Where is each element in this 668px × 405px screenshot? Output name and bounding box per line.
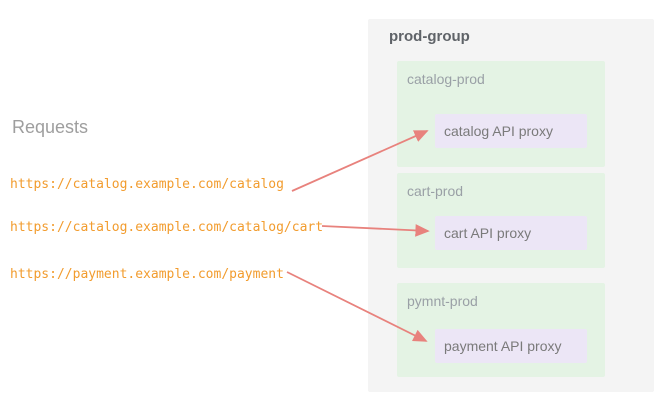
env-label-cart-prod: cart-prod xyxy=(407,183,464,199)
proxy-box-catalog: catalog API proxy xyxy=(435,114,587,148)
request-url-catalog-cart: https://catalog.example.com/catalog/cart xyxy=(10,220,324,235)
request-url-payment: https://payment.example.com/payment xyxy=(10,267,284,282)
prod-group-title: prod-group xyxy=(389,28,470,45)
request-url-catalog: https://catalog.example.com/catalog xyxy=(10,177,284,192)
env-label-pymnt-prod: pymnt-prod xyxy=(407,293,478,309)
env-label-catalog-prod: catalog-prod xyxy=(407,71,485,87)
env-box-catalog-prod: catalog-prod catalog API proxy xyxy=(397,61,605,167)
env-box-pymnt-prod: pymnt-prod payment API proxy xyxy=(397,283,605,377)
requests-heading: Requests xyxy=(12,117,89,137)
proxy-box-cart: cart API proxy xyxy=(435,216,587,250)
proxy-box-payment: payment API proxy xyxy=(435,329,587,363)
prod-group-box: prod-group catalog-prod catalog API prox… xyxy=(368,19,654,392)
env-box-cart-prod: cart-prod cart API proxy xyxy=(397,173,605,268)
